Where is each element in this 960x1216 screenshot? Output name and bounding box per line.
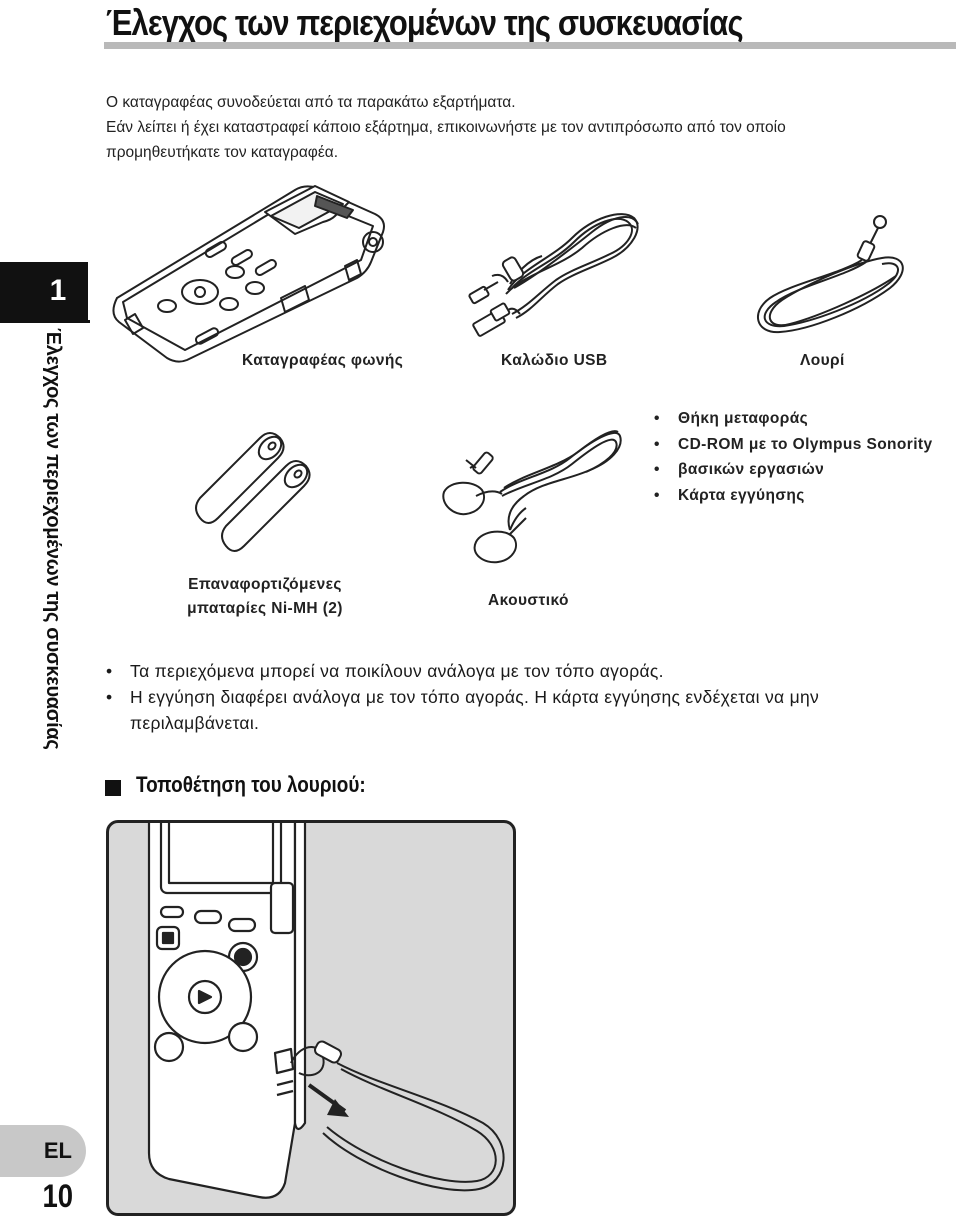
battery-illustration	[195, 432, 311, 552]
section-heading: Τοποθέτηση του λουριού:	[136, 772, 366, 797]
note-item: Τα περιεχόμενα μπορεί να ποικίλουν ανάλο…	[106, 658, 819, 684]
accessory-item: Θήκη μεταφοράς	[654, 406, 933, 432]
chapter-tab: 1	[0, 262, 88, 320]
side-running-title: Έλεγχος των περιεχομένων της συσκευασίας	[42, 328, 64, 750]
accessory-item: Κάρτα εγγύησης	[654, 483, 933, 509]
voice-recorder-illustration	[112, 185, 385, 363]
usb-cable-label: Καλώδιο USB	[501, 352, 608, 369]
chapter-number: 1	[49, 274, 67, 307]
language-badge: EL	[0, 1125, 86, 1177]
earphone-label: Ακουστικό	[488, 592, 569, 609]
earphone-illustration	[442, 430, 622, 564]
chapter-tab-rule	[0, 320, 90, 323]
intro-line-3: προμηθευτήκατε τον καταγραφέα.	[106, 144, 339, 161]
strap-label: Λουρί	[800, 352, 845, 369]
section-marker	[105, 780, 121, 796]
strap-illustration	[757, 215, 904, 334]
note-text: Η εγγύηση διαφέρει ανάλογα με τον τόπο α…	[130, 687, 820, 707]
page-number: 10	[42, 1178, 74, 1214]
accessory-list: Θήκη μεταφοράς CD-ROM με το Olympus Sono…	[654, 406, 933, 508]
page-title: Έλεγχος των περιεχομένων της συσκευασίας	[106, 2, 744, 43]
batteries-label-line1: Επαναφορτιζόμενες	[188, 576, 342, 593]
usb-cable-illustration	[468, 213, 639, 337]
intro-line-2: Εάν λείπει ή έχει καταστραφεί κάποιο εξά…	[106, 119, 786, 136]
note-item: Η εγγύηση διαφέρει ανάλογα με τον τόπο α…	[106, 684, 819, 736]
accessory-item: βασικών εργασιών	[654, 457, 933, 483]
batteries-label-line2: μπαταρίες Ni-MH (2)	[187, 600, 343, 617]
notes-list: Τα περιεχόμενα μπορεί να ποικίλουν ανάλο…	[106, 658, 819, 736]
note-text-continued: περιλαμβάνεται.	[130, 713, 260, 733]
accessory-item: CD-ROM με το Olympus Sonority	[654, 432, 933, 458]
strap-attachment-figure	[106, 820, 516, 1216]
recorder-label: Καταγραφέας φωνής	[242, 352, 404, 369]
intro-line-1: Ο καταγραφέας συνοδεύεται από τα παρακάτ…	[106, 94, 516, 111]
title-underline	[104, 42, 956, 49]
strap-attachment-illustration	[147, 823, 505, 1199]
